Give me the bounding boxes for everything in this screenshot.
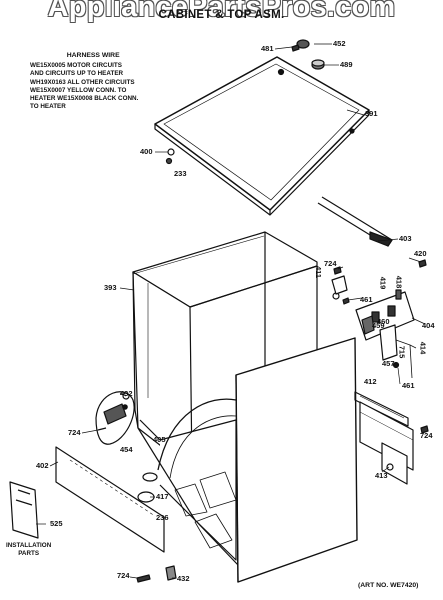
callout-405[interactable]: 405: [153, 435, 166, 444]
callout-461-lower[interactable]: 461: [402, 381, 415, 390]
callout-459[interactable]: 459: [372, 321, 385, 330]
callout-461-upper[interactable]: 461: [360, 295, 373, 304]
callout-724-bottom[interactable]: 724: [117, 571, 130, 580]
callout-393[interactable]: 393: [104, 283, 117, 292]
front-strip: [317, 196, 393, 247]
bottom-hardware: [97, 259, 429, 583]
callout-400[interactable]: 400: [140, 147, 153, 156]
callout-432-lower[interactable]: 432: [177, 574, 190, 583]
callout-418[interactable]: 418: [394, 275, 404, 289]
harness-line: TO HEATER: [30, 103, 66, 111]
watermark: AppliancePartsPros.com: [47, 0, 396, 23]
callout-715[interactable]: 715: [397, 345, 407, 359]
side-bracket: [359, 401, 414, 485]
installation-parts-label: INSTALLATION PARTS: [6, 542, 51, 558]
callout-420[interactable]: 420: [414, 249, 427, 258]
callout-724-left[interactable]: 724: [68, 428, 81, 437]
callout-404[interactable]: 404: [422, 321, 435, 330]
installation-line: PARTS: [18, 550, 40, 557]
harness-heading: HARNESS WIRE: [66, 52, 120, 59]
callout-724-right[interactable]: 724: [420, 431, 433, 440]
top-panel: [154, 56, 370, 216]
installation-line: INSTALLATION: [6, 542, 52, 549]
cabinet: [132, 231, 409, 583]
callout-525[interactable]: 525: [50, 519, 63, 528]
callout-481[interactable]: 481: [261, 44, 274, 53]
harness-line: HEATER WE15X0008 BLACK CONN.: [30, 95, 139, 103]
callout-411[interactable]: 411: [314, 265, 324, 279]
callout-489[interactable]: 489: [340, 60, 353, 69]
callout-417[interactable]: 417: [156, 492, 169, 501]
harness-line: WH19X0163 ALL OTHER CIRCUITS: [30, 78, 135, 86]
harness-note: HARNESS WIRE WE15X0005 MOTOR CIRCUITS AN…: [30, 52, 138, 111]
leader-lines: [36, 43, 426, 579]
harness-line: WE15X0007 YELLOW CONN. TO: [30, 86, 127, 94]
callout-236[interactable]: 236: [156, 513, 169, 522]
art-number: (ART NO. WE7420): [358, 582, 419, 589]
toe-kick-panel: [55, 446, 165, 553]
harness-line: AND CIRCUITS UP TO HEATER: [30, 70, 124, 78]
callout-413[interactable]: 413: [375, 471, 388, 480]
callout-454[interactable]: 454: [120, 445, 133, 454]
callout-412[interactable]: 412: [364, 377, 377, 386]
callout-452[interactable]: 452: [333, 39, 346, 48]
callout-391[interactable]: 391: [365, 109, 378, 118]
callout-403[interactable]: 403: [399, 234, 412, 243]
control-bracket: [331, 275, 415, 379]
callout-457[interactable]: 457: [382, 359, 395, 368]
diagram-title: CABINET & TOP ASM.: [158, 9, 285, 21]
callout-233[interactable]: 233: [174, 169, 187, 178]
callout-402[interactable]: 402: [36, 461, 49, 470]
callout-414[interactable]: 414: [418, 341, 428, 355]
callout-419[interactable]: 419: [378, 276, 388, 290]
installation-panel: [9, 481, 39, 539]
callout-432-upper[interactable]: 432: [120, 389, 133, 398]
callout-724-top[interactable]: 724: [324, 259, 337, 268]
callout-460[interactable]: 460: [377, 317, 390, 326]
harness-line: WE15X0005 MOTOR CIRCUITS: [30, 62, 122, 70]
